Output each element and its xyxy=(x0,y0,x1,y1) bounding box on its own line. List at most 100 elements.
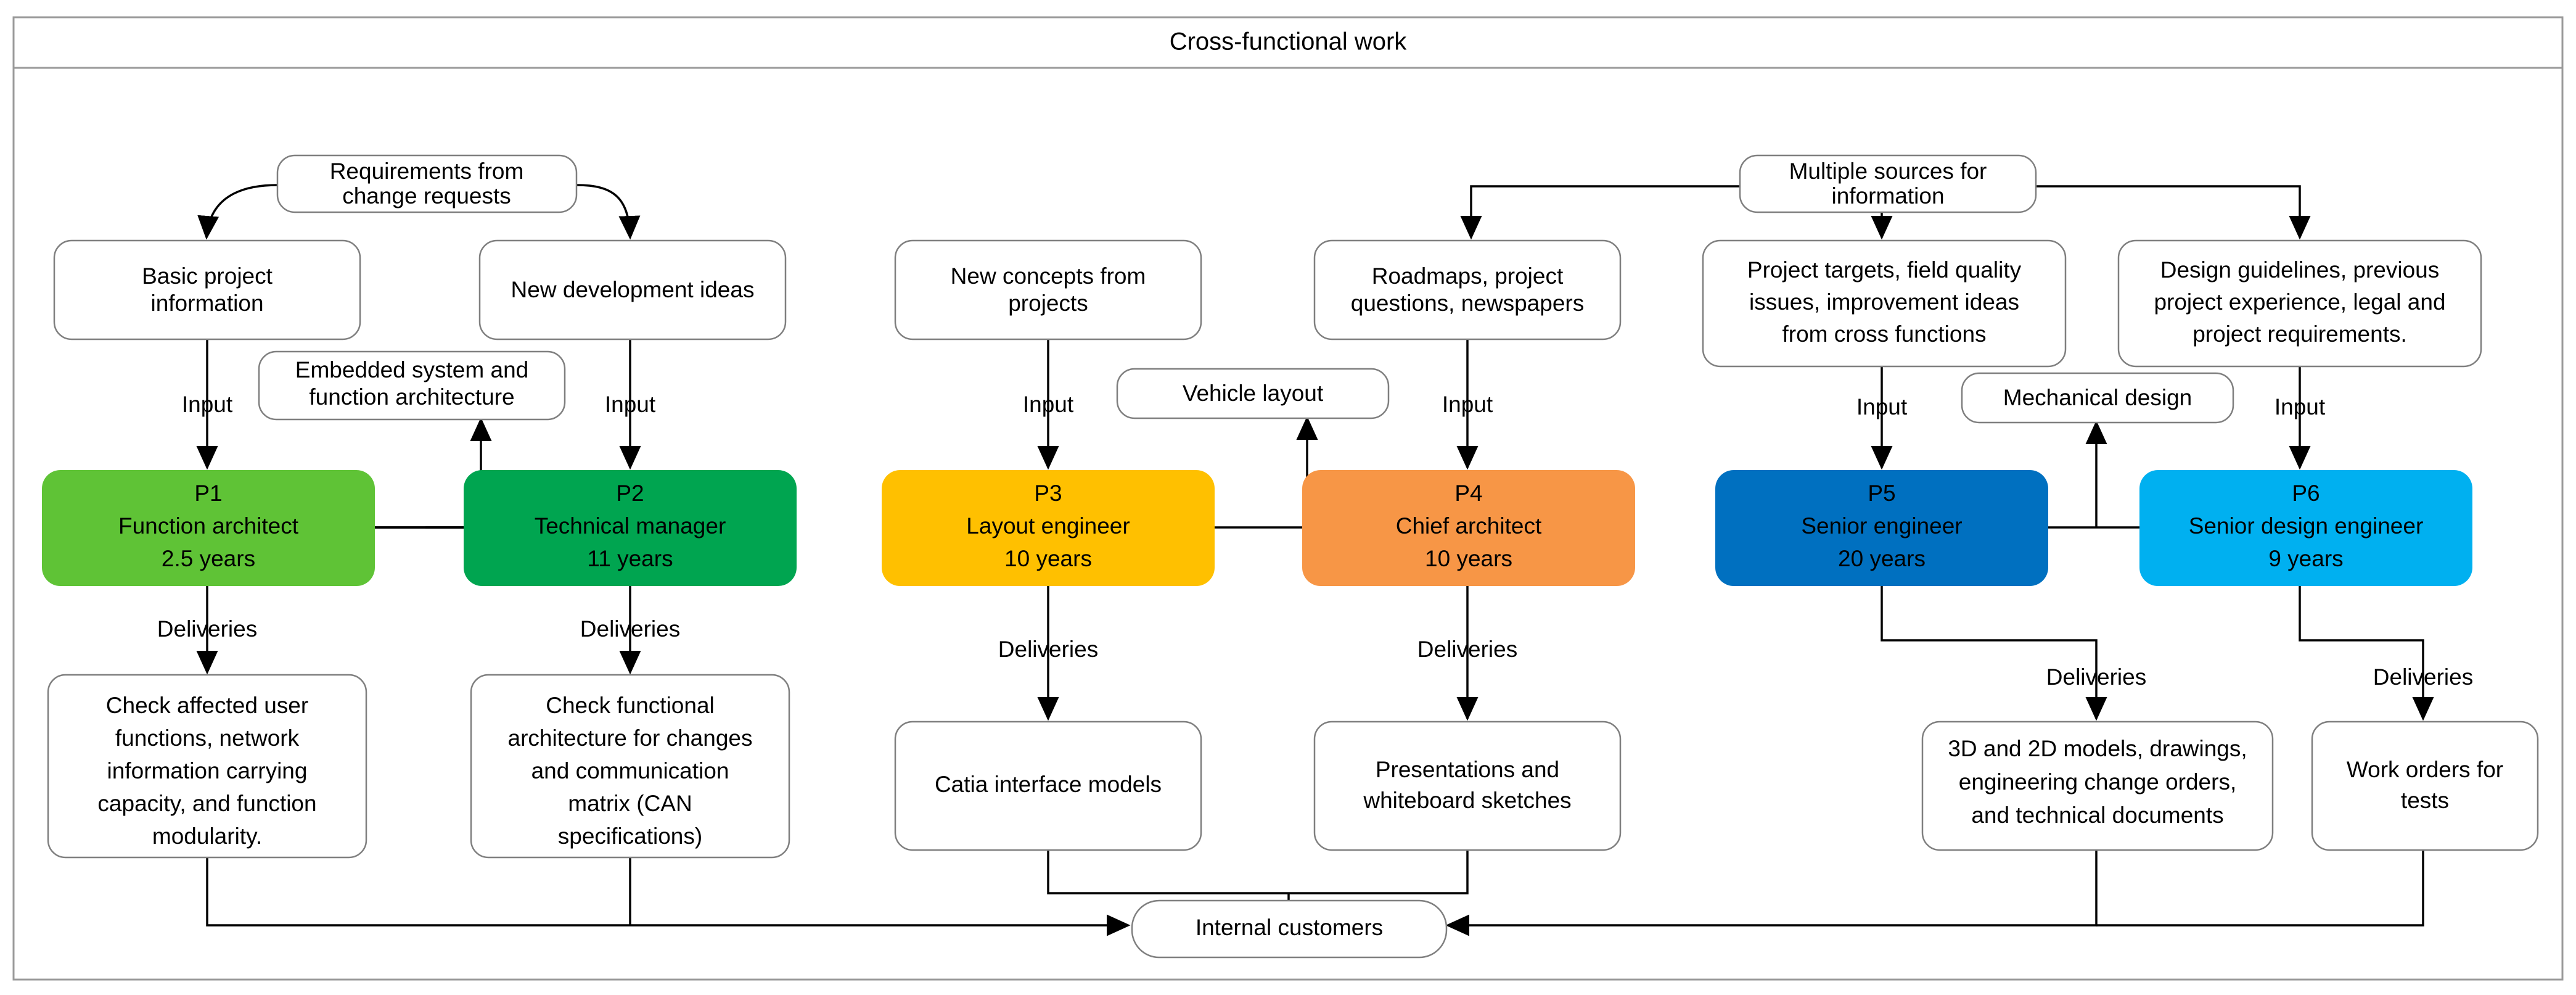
edge-label-deliveries: Deliveries xyxy=(998,637,1098,662)
p4-experience: 10 years xyxy=(1425,546,1512,571)
node-label-line: change requests xyxy=(342,183,511,208)
node-basic-project-information[interactable]: Basic project information xyxy=(53,239,361,341)
node-label-line: Project targets, field quality xyxy=(1747,257,2022,283)
p1-fill xyxy=(42,470,375,586)
node-label-line: functions, network xyxy=(115,725,300,751)
node-roadmaps-project-questions-newspapers[interactable]: Roadmaps, project questions, newspapers xyxy=(1313,239,1622,341)
node-label-line: project requirements. xyxy=(2192,321,2407,347)
node-label-line: matrix (CAN xyxy=(568,791,692,816)
p4-code: P4 xyxy=(1454,481,1482,506)
node-design-guidelines[interactable]: Design guidelines, previous project expe… xyxy=(2117,239,2482,368)
node-label-line: New development ideas xyxy=(511,277,755,302)
node-p4-deliverable[interactable]: Presentations and whiteboard sketches xyxy=(1313,720,1622,851)
node-label-line: New concepts from xyxy=(951,263,1146,289)
p5-fill xyxy=(1715,470,2048,586)
node-vehicle-layout[interactable]: Vehicle layout xyxy=(1116,368,1390,419)
node-label-line: Requirements from xyxy=(330,159,524,184)
group1-connectors xyxy=(196,184,1131,936)
p2-code: P2 xyxy=(616,481,644,506)
node-label-line: function architecture xyxy=(309,384,514,410)
edge-label-input: Input xyxy=(1023,392,1074,417)
process-node-p4[interactable]: P4 Chief architect 10 years xyxy=(1302,470,1635,586)
node-p3-deliverable[interactable]: Catia interface models xyxy=(894,720,1202,851)
p4-fill xyxy=(1302,470,1635,586)
node-label-line: Catia interface models xyxy=(935,772,1162,797)
node-label-line: Basic project xyxy=(142,263,273,289)
node-p1-deliverable[interactable]: Check affected user functions, network i… xyxy=(47,674,367,859)
edge-label-input: Input xyxy=(605,392,656,417)
node-label-line: 3D and 2D models, drawings, xyxy=(1948,736,2247,761)
node-label-line: questions, newspapers xyxy=(1351,291,1584,316)
node-label-line: Roadmaps, project xyxy=(1372,263,1564,289)
node-project-targets[interactable]: Project targets, field quality issues, i… xyxy=(1702,239,2067,368)
p2-fill xyxy=(464,470,797,586)
node-label-line: projects xyxy=(1008,291,1088,316)
p6-code: P6 xyxy=(2292,481,2320,506)
p3-experience: 10 years xyxy=(1004,546,1092,571)
p2-role: Technical manager xyxy=(535,513,726,539)
p6-fill xyxy=(2139,470,2472,586)
process-node-p5[interactable]: P5 Senior engineer 20 years xyxy=(1715,470,2048,586)
group2-connectors xyxy=(1037,340,1479,933)
edge-label-deliveries: Deliveries xyxy=(2373,664,2473,690)
node-embedded-system-and-function-architecture[interactable]: Embedded system and function architectur… xyxy=(258,350,566,421)
node-new-development-ideas[interactable]: New development ideas xyxy=(478,239,787,341)
node-p2-deliverable[interactable]: Check functional architecture for change… xyxy=(470,674,790,859)
p1-role: Function architect xyxy=(118,513,299,539)
node-mechanical-design[interactable]: Mechanical design xyxy=(1961,372,2234,424)
node-label-line: Presentations and xyxy=(1376,757,1559,782)
node-label-line: Design guidelines, previous xyxy=(2160,257,2440,283)
edge-label-input: Input xyxy=(2275,394,2326,419)
node-label-line: Mechanical design xyxy=(2003,385,2192,410)
node-new-concepts-from-projects[interactable]: New concepts from projects xyxy=(894,239,1202,341)
node-label-line: from cross functions xyxy=(1782,321,1986,347)
edge-label-input: Input xyxy=(1442,392,1493,417)
page-title: Cross-functional work xyxy=(1170,28,1408,56)
node-label-line: engineering change orders, xyxy=(1959,769,2237,795)
node-label-line: information xyxy=(150,291,263,316)
process-node-p3[interactable]: P3 Layout engineer 10 years xyxy=(882,470,1215,586)
node-label-line: and communication xyxy=(531,758,729,783)
node-label-line: Work orders for xyxy=(2347,757,2503,782)
node-label-line: information carrying xyxy=(107,758,308,783)
p5-code: P5 xyxy=(1868,481,1895,506)
node-label-line: Vehicle layout xyxy=(1183,381,1324,406)
p3-code: P3 xyxy=(1034,481,1062,506)
node-p6-deliverable[interactable]: Work orders for tests xyxy=(2311,720,2539,851)
edge-label-input: Input xyxy=(1856,394,1908,419)
node-label-line: tests xyxy=(2401,788,2449,813)
p1-code: P1 xyxy=(194,481,222,506)
process-node-p6[interactable]: P6 Senior design engineer 9 years xyxy=(2139,470,2472,586)
node-label-line: architecture for changes xyxy=(508,725,753,751)
node-requirements-from-change-requests[interactable]: Requirements from change requests xyxy=(276,154,578,213)
node-multiple-sources-for-information[interactable]: Multiple sources for information xyxy=(1739,154,2037,213)
node-label-line: Embedded system and xyxy=(295,357,528,382)
p5-role: Senior engineer xyxy=(1801,513,1962,539)
node-internal-customers[interactable]: Internal customers xyxy=(1131,899,1448,959)
edge-label-deliveries: Deliveries xyxy=(157,616,257,642)
p3-role: Layout engineer xyxy=(966,513,1130,539)
node-label-line: project experience, legal and xyxy=(2154,289,2445,315)
p6-experience: 9 years xyxy=(2268,546,2343,571)
node-label-line: specifications) xyxy=(558,824,702,849)
node-label-line: Multiple sources for xyxy=(1789,159,1987,184)
edge-label-deliveries: Deliveries xyxy=(2046,664,2146,690)
node-label-line: modularity. xyxy=(152,824,262,849)
p3-fill xyxy=(882,470,1215,586)
p5-experience: 20 years xyxy=(1838,546,1926,571)
edge-label-deliveries: Deliveries xyxy=(1417,637,1517,662)
node-label-line: issues, improvement ideas xyxy=(1749,289,2019,315)
node-label-line: Check functional xyxy=(546,693,715,718)
node-label-line: information xyxy=(1831,183,1944,208)
process-node-p2[interactable]: P2 Technical manager 11 years xyxy=(464,470,797,586)
process-node-p1[interactable]: P1 Function architect 2.5 years xyxy=(42,470,375,586)
group3-connectors xyxy=(1445,185,2434,936)
p2-experience: 11 years xyxy=(587,546,673,571)
node-p5-deliverable[interactable]: 3D and 2D models, drawings, engineering … xyxy=(1921,720,2274,851)
p4-role: Chief architect xyxy=(1396,513,1542,539)
p6-role: Senior design engineer xyxy=(2189,513,2424,539)
p1-experience: 2.5 years xyxy=(162,546,255,571)
node-label-line: capacity, and function xyxy=(97,791,316,816)
